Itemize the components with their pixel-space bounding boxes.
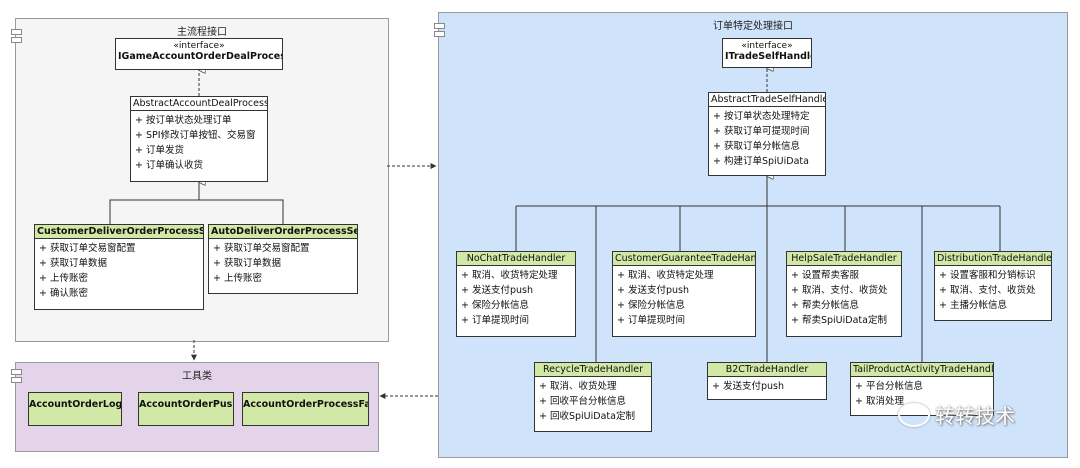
customer-deliver-class: CustomerDeliverOrderProcessService + 获取订…: [34, 224, 204, 310]
class-name: AbstractTradeSelfHandler: [711, 94, 825, 105]
stereotype-label: «interface»: [173, 41, 225, 51]
method-item: + 回收SpiUiData定制: [539, 411, 635, 422]
method-item: + 取消、收货特定处理: [461, 270, 558, 281]
class-name: CustomerDeliverOrderProcessService: [35, 225, 203, 238]
method-item: + 设置客服和分销标识: [939, 270, 1036, 281]
method-item: + 发送支付push: [461, 285, 534, 296]
method-item: + 获取订单交易窗配置: [213, 243, 310, 254]
package-icon: [11, 37, 22, 43]
tools-package-title: 工具类: [182, 371, 212, 382]
method-item: + 订单确认收货: [135, 160, 203, 171]
class-name: B2CTradeHandler: [708, 363, 826, 376]
method-item: + 平台分帐信息: [855, 381, 923, 392]
package-icon: [11, 377, 22, 383]
method-item: + 订单提现时间: [617, 315, 685, 326]
tool-class-factory: AccountOrderProcessFacto: [242, 392, 369, 426]
method-item: + 获取订单数据: [39, 258, 107, 269]
method-item: + 发送支付push: [712, 381, 785, 392]
class-name: TailProductActivityTradeHandler: [851, 363, 993, 376]
method-item: + 按订单状态处理特定: [713, 111, 810, 122]
method-item: + 帮卖SpiUiData定制: [791, 315, 887, 326]
method-item: + 主播分帐信息: [939, 300, 1007, 311]
b2c-handler-class: B2CTradeHandler + 发送支付push: [707, 362, 827, 400]
method-item: + 构建订单SpiUiData: [713, 156, 809, 167]
nochat-handler-class: NoChatTradeHandler + 取消、收货特定处理 + 发送支付pus…: [456, 251, 576, 337]
method-item: + 保险分帐信息: [617, 300, 685, 311]
class-name: ITradeSelfHandler: [725, 51, 811, 62]
method-item: + 发送支付push: [617, 285, 690, 296]
abstract-trade-class: AbstractTradeSelfHandler + 按订单状态处理特定 + 获…: [708, 92, 826, 176]
class-name: DistributionTradeHandler: [935, 252, 1051, 265]
package-icon: [434, 31, 445, 37]
method-item: + 取消、支付、收货处: [791, 285, 888, 296]
package-icon: [434, 23, 445, 29]
main-interface-box: «interface» IGameAccountOrderDealProcess: [115, 38, 283, 70]
wechat-icon: [898, 403, 930, 427]
inheritance-line: [109, 199, 284, 224]
method-item: + 取消、收货特定处理: [617, 270, 714, 281]
method-item: + 获取订单可提现时间: [713, 126, 810, 137]
distribution-handler-class: DistributionTradeHandler + 设置客服和分销标识 + 取…: [934, 251, 1052, 321]
method-item: + 上传账密: [213, 273, 262, 284]
method-item: + 回收平台分帐信息: [539, 396, 626, 407]
tool-class-push: AccountOrderPush: [138, 392, 234, 426]
auto-deliver-class: AutoDeliverOrderProcessService + 获取订单交易窗…: [208, 224, 358, 294]
method-item: + 取消处理: [855, 396, 904, 407]
helpsale-handler-class: HelpSaleTradeHandler + 设置帮卖客服 + 取消、支付、收货…: [786, 251, 902, 337]
method-item: + 取消、收货处理: [539, 381, 617, 392]
class-name: IGameAccountOrderDealProcess: [118, 51, 282, 62]
stereotype-label: «interface»: [741, 41, 793, 51]
method-item: + SPI修改订单按钮、交易窗: [135, 130, 256, 141]
class-name: HelpSaleTradeHandler: [787, 252, 901, 265]
method-item: + 获取订单数据: [213, 258, 281, 269]
method-item: + 获取订单分帐信息: [713, 141, 800, 152]
method-item: + 订单发货: [135, 145, 184, 156]
package-icon: [11, 369, 22, 375]
trade-package-title: 订单特定处理接口: [713, 21, 793, 32]
class-name: RecycleTradeHandler: [535, 363, 651, 376]
method-item: + 按订单状态处理订单: [135, 115, 232, 126]
method-item: + 保险分帐信息: [461, 300, 529, 311]
watermark-text: 转转技术: [935, 404, 1015, 428]
abstract-account-class: AbstractAccountDealProcess + 按订单状态处理订单 +…: [130, 96, 268, 182]
method-item: + 帮卖分帐信息: [791, 300, 859, 311]
method-item: + 确认账密: [39, 288, 88, 299]
main-package-title: 主流程接口: [177, 27, 227, 38]
method-item: + 设置帮卖客服: [791, 270, 859, 281]
method-item: + 取消、支付、收货处: [939, 285, 1036, 296]
class-name: CustomerGuaranteeTradeHandler: [613, 252, 755, 265]
recycle-handler-class: RecycleTradeHandler + 取消、收货处理 + 回收平台分帐信息…: [534, 362, 652, 432]
class-name: AutoDeliverOrderProcessService: [209, 225, 357, 238]
package-icon: [11, 29, 22, 35]
class-name: AbstractAccountDealProcess: [133, 98, 267, 109]
method-item: + 上传账密: [39, 273, 88, 284]
trade-interface-box: «interface» ITradeSelfHandler: [722, 38, 812, 68]
method-item: + 获取订单交易窗配置: [39, 243, 136, 254]
customer-guarantee-handler-class: CustomerGuaranteeTradeHandler + 取消、收货特定处…: [612, 251, 756, 337]
tool-class-log: AccountOrderLog: [28, 392, 122, 426]
method-item: + 订单提现时间: [461, 315, 529, 326]
class-name: NoChatTradeHandler: [457, 252, 575, 265]
